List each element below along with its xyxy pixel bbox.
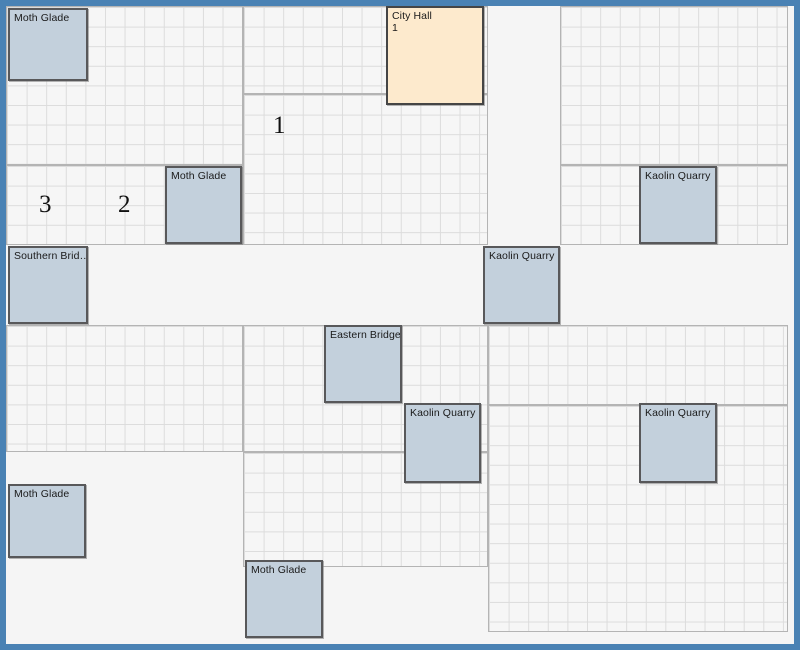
building-label: Kaolin Quarry: [410, 407, 476, 419]
building-label: Southern Brid…: [14, 250, 86, 262]
building-moth-glade-center[interactable]: Moth Glade: [165, 166, 242, 244]
building-label: Kaolin Quarry: [489, 250, 555, 262]
district-number-2: 2: [118, 191, 131, 218]
building-label: Moth Glade: [251, 564, 307, 576]
building-label: Kaolin Quarry: [645, 407, 711, 419]
building-moth-glade-sw[interactable]: Moth Glade: [8, 484, 86, 558]
building-label: Eastern Bridge: [330, 329, 400, 341]
district-n-right[interactable]: [560, 6, 788, 165]
building-eastern-bridge[interactable]: Eastern Bridge: [324, 325, 402, 403]
district-s-right[interactable]: [488, 325, 788, 405]
building-label: Moth Glade: [171, 170, 227, 182]
building-southern-bridge[interactable]: Southern Brid…: [8, 246, 88, 324]
building-kaolin-quarry-s[interactable]: Kaolin Quarry: [404, 403, 481, 483]
building-moth-glade-s[interactable]: Moth Glade: [245, 560, 323, 638]
district-number-3: 3: [39, 191, 52, 218]
building-label: City Hall: [392, 10, 432, 22]
building-kaolin-quarry-ne[interactable]: Kaolin Quarry: [639, 166, 717, 244]
building-kaolin-quarry-se[interactable]: Kaolin Quarry: [639, 403, 717, 483]
building-moth-glade-nw[interactable]: Moth Glade: [8, 8, 88, 81]
building-label: Kaolin Quarry: [645, 170, 711, 182]
building-label: Moth Glade: [14, 488, 70, 500]
district-s-left[interactable]: [6, 325, 243, 452]
district-se-lower[interactable]: [488, 405, 788, 632]
building-label: Moth Glade: [14, 12, 70, 24]
district-mid-center[interactable]: [243, 94, 488, 245]
building-kaolin-quarry-center[interactable]: Kaolin Quarry: [483, 246, 560, 324]
district-number-1: 1: [273, 112, 286, 139]
building-sublabel: 1: [392, 22, 398, 34]
